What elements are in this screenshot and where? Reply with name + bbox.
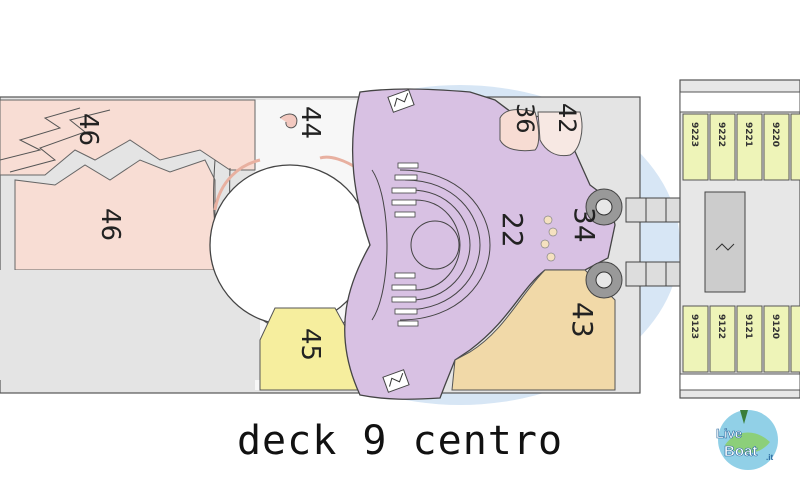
restroom-icon-bottom	[585, 261, 623, 299]
theatre-seating	[399, 169, 491, 321]
stair-well	[704, 191, 746, 293]
label-22: 22	[496, 212, 529, 248]
cabins-bottom: 9123 9122 9121 9120 9119	[682, 305, 800, 373]
area-43	[451, 269, 616, 391]
cabin-number: 9219	[797, 122, 800, 147]
atrium-void	[209, 164, 371, 326]
zigzag-2	[9, 109, 111, 173]
cabin-number: 9120	[770, 314, 780, 339]
cabin	[763, 113, 790, 181]
logo-text-1: Live	[716, 426, 742, 441]
cabin	[682, 113, 709, 181]
deck-caption: deck 9 centro	[236, 418, 564, 464]
stage	[371, 169, 388, 321]
cabin	[709, 113, 736, 181]
cabin-number: 9119	[797, 314, 800, 339]
cabin-number: 9220	[770, 122, 780, 147]
stair-mark	[715, 243, 735, 251]
logo-text-2: Boat	[724, 443, 757, 460]
cabin	[709, 305, 736, 373]
corridor-top	[679, 91, 800, 113]
label-44: 44	[295, 106, 325, 139]
restroom-icon-top	[585, 188, 623, 226]
label-45: 45	[295, 328, 325, 361]
cabin	[736, 305, 763, 373]
label-46-top: 46	[73, 113, 103, 146]
cabin	[790, 113, 800, 181]
cabin-number: 9122	[716, 314, 726, 339]
area-46-top	[0, 99, 256, 176]
label-34: 34	[568, 207, 601, 243]
cabin	[736, 113, 763, 181]
label-42: 42	[553, 103, 581, 134]
dots	[540, 215, 558, 262]
elevators-bottom	[625, 261, 687, 287]
elevators-top	[625, 197, 687, 223]
cabin	[790, 305, 800, 373]
cabin	[682, 305, 709, 373]
zigzag-1	[0, 107, 81, 161]
cabin-number: 9222	[716, 122, 726, 147]
label-46-bottom: 46	[95, 208, 125, 241]
liveboat-logo: Live Boat .it	[716, 410, 778, 470]
stairs-icon-top	[387, 89, 415, 113]
atrium-ring	[213, 158, 261, 211]
cabin-number: 9121	[743, 314, 753, 339]
area-36	[499, 109, 540, 152]
stairs-icon-bottom	[382, 369, 410, 393]
spiral-icon	[279, 113, 298, 129]
corridor-bottom	[679, 373, 800, 391]
theatre-rows	[391, 162, 419, 327]
cabin-number: 9223	[689, 122, 699, 147]
area-42	[537, 111, 583, 157]
label-36: 36	[511, 103, 539, 134]
walkway	[0, 270, 260, 380]
cabin	[763, 305, 790, 373]
cabins-top: 9223 9222 9221 9220 9219	[682, 113, 800, 181]
cabin-number: 9221	[743, 122, 753, 147]
logo-text-3: .it	[766, 453, 773, 462]
label-43: 43	[566, 302, 599, 338]
cabin-number: 9123	[689, 314, 699, 339]
